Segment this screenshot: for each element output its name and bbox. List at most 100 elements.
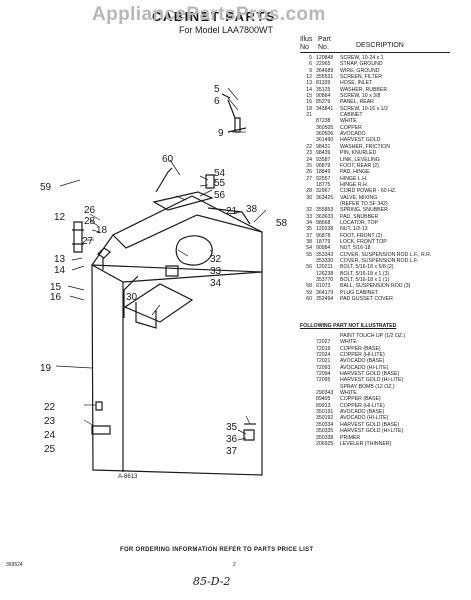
- part-description: LINK, LEVELING: [340, 156, 380, 163]
- part-number: 350191: [316, 409, 334, 416]
- illus-number: 13: [306, 80, 312, 87]
- part-description: WASHER, FRICTION: [340, 143, 390, 150]
- part-description: BOLT, 5/16-18 x 5/8 (2): [340, 264, 394, 271]
- part-description: AVOCADO (BASE): [340, 358, 385, 365]
- callout-number: 5: [214, 84, 220, 95]
- part-description: COPPER (HI-LITE): [340, 402, 385, 409]
- callout-number: 35: [226, 422, 238, 433]
- part-number: 81339: [316, 80, 331, 87]
- part-description: SCREEN, FILTER: [340, 74, 382, 81]
- callout-number: 55: [214, 178, 226, 189]
- illus-number: 6: [309, 61, 312, 68]
- part-number: 363425: [316, 194, 334, 201]
- diagram-code: A-8613: [118, 474, 138, 480]
- callout-number: 58: [276, 218, 288, 229]
- part-number: 72095: [316, 377, 331, 384]
- part-number: 90984: [316, 245, 331, 252]
- illus-number: 60: [306, 296, 312, 303]
- part-description: HARVEST GOLD (BASE): [340, 371, 400, 378]
- callout-number: 32: [210, 254, 222, 265]
- supplement-row: 290343 WHITE: [300, 390, 465, 396]
- callout-number: 13: [54, 254, 66, 265]
- supplement-row: PAINT TOUCH UP (1/2 OZ.): [300, 333, 465, 339]
- page-subtitle: For Model LAA7800WT: [179, 25, 274, 35]
- callout-number: 15: [50, 282, 62, 293]
- illus-number: 27: [306, 175, 312, 182]
- part-description: BOLT, 5/16-18 x 1 (1): [340, 277, 390, 284]
- part-description: WHITE: [340, 390, 357, 397]
- part-number: 87238: [316, 118, 331, 125]
- illus-number: 37: [306, 232, 312, 239]
- part-description: LOCK, FRONT TOP: [340, 238, 387, 245]
- callout-number: 12: [54, 212, 66, 223]
- part-number: 93587: [316, 156, 331, 163]
- part-number: 72019: [316, 345, 331, 352]
- part-number: 206925: [316, 440, 334, 447]
- part-description: SPRAY BOMB (12 OZ.): [340, 383, 395, 390]
- part-description: COPPER (BASE): [340, 345, 381, 352]
- cabinet-outline: [91, 264, 263, 476]
- part-description: BOLT, 5/16-18 x 1 (3): [340, 270, 390, 277]
- callout-number: 23: [44, 416, 56, 427]
- part-description: SCREW, 10 x 3/8: [340, 93, 381, 100]
- part-number: 290343: [316, 390, 334, 397]
- illus-number: 12: [306, 74, 312, 81]
- illus-number: 28: [306, 188, 312, 195]
- part-number: 360505: [316, 124, 334, 131]
- part-description: PAINT TOUCH UP (1/2 OZ.): [340, 333, 406, 339]
- part-number: 18849: [316, 169, 331, 176]
- part-number: 72024: [316, 352, 331, 359]
- part-number: 126238: [316, 270, 334, 277]
- part-number: 350338: [316, 434, 334, 441]
- part-number: 18775: [316, 181, 331, 188]
- part-number: 350334: [316, 421, 334, 428]
- illus-number: 26: [306, 169, 312, 176]
- callout-number: 36: [226, 434, 238, 445]
- handwritten-code: 85-D-2: [193, 575, 231, 588]
- part-number: 363633: [316, 213, 334, 220]
- part-description: WHITE: [340, 118, 357, 125]
- illus-number: 5: [309, 55, 312, 61]
- part-description: (REFER TO SF 342): [340, 200, 388, 207]
- illus-number: 55: [306, 251, 312, 258]
- part-number: 96878: [316, 232, 331, 239]
- part-description: SCREW, 10-24 x 1: [340, 55, 384, 61]
- part-number: 120211: [316, 264, 333, 271]
- part-number: 353343: [316, 251, 334, 258]
- callout-number: 34: [210, 278, 222, 289]
- part-number: 364689: [316, 67, 334, 74]
- callout-number: 22: [44, 402, 56, 413]
- callout-number: 6: [214, 96, 220, 107]
- callout-number: 54: [214, 168, 226, 179]
- part-number: 360506: [316, 131, 334, 138]
- part-number: 35125: [316, 86, 331, 93]
- part-description: SPRING, SNUBBER: [340, 207, 388, 214]
- part-number: 364179: [316, 289, 334, 296]
